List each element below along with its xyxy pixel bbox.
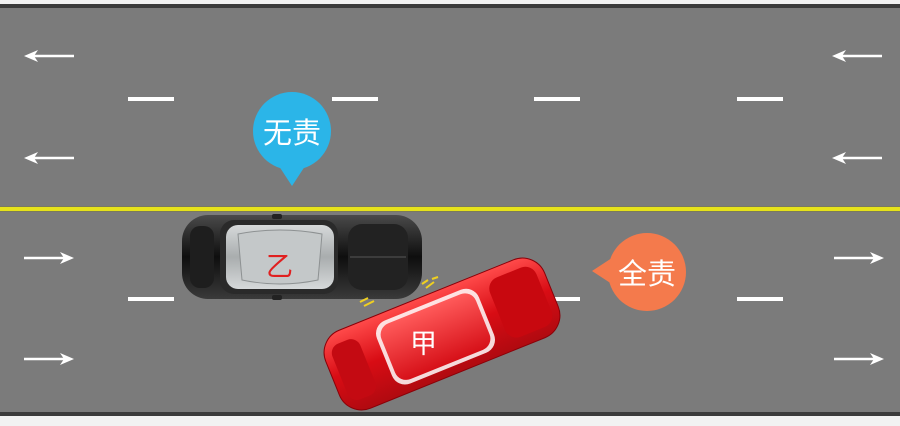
lane-dash: [332, 97, 378, 101]
full-fault-tag: 全责: [592, 233, 686, 311]
tag-pointer: [592, 254, 618, 288]
lane-dash: [128, 97, 174, 101]
collision-mark-icon: [359, 297, 375, 307]
car-jia-label: 甲: [410, 329, 437, 360]
lane-dash: [737, 297, 783, 301]
lane-dash: [737, 97, 783, 101]
arrow-right-icon: [834, 353, 884, 365]
arrow-right-icon: [834, 252, 884, 264]
arrow-right-icon: [24, 353, 74, 365]
car-yi: [182, 214, 422, 300]
lane-dash: [534, 297, 580, 301]
tag-pointer: [275, 160, 309, 186]
car-jia: [323, 257, 561, 411]
lane-dash: [128, 297, 174, 301]
arrow-left-icon: [832, 152, 882, 164]
arrow-right-icon: [24, 252, 74, 264]
no-fault-tag: 无责: [253, 92, 331, 186]
no-fault-tag-text: 无责: [262, 116, 321, 150]
lane-dash: [534, 97, 580, 101]
arrow-left-icon: [24, 152, 74, 164]
full-fault-tag-text: 全责: [617, 257, 676, 291]
center-yellow-line: [0, 207, 900, 211]
arrow-left-icon: [24, 50, 74, 62]
car-yi-label: 乙: [266, 252, 293, 283]
arrow-left-icon: [832, 50, 882, 62]
collision-mark-icon: [421, 276, 439, 289]
